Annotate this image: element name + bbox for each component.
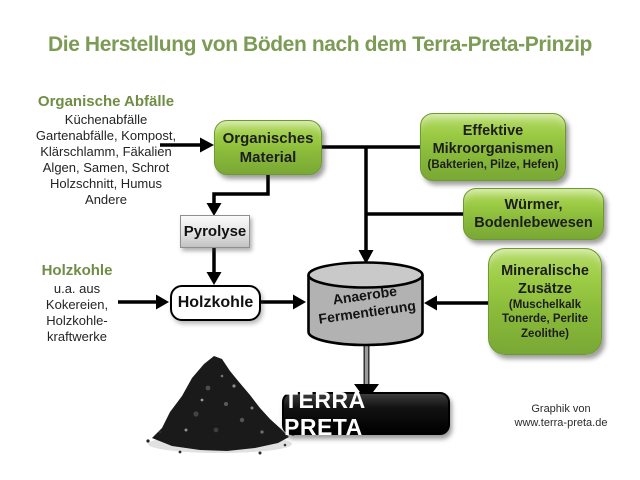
node-charcoal: Holzkohle bbox=[170, 285, 261, 321]
elbow-material-to-pyrolysis bbox=[212, 173, 270, 205]
organic-waste-line: Andere bbox=[85, 192, 127, 207]
node-label: Holzkohle bbox=[177, 294, 254, 311]
node-mineral-additives: Mineralische Zusätze (Muschelkalk Tonerd… bbox=[488, 248, 602, 355]
pile-glint bbox=[200, 398, 204, 402]
pile-glint bbox=[220, 374, 224, 378]
arrowhead-into-pyrolysis bbox=[206, 203, 222, 216]
charcoal-source-line: Kokereien, bbox=[45, 297, 109, 312]
node-effective-microorganisms: Effektive Mikroorganismen (Bakterien, Pi… bbox=[420, 113, 566, 181]
node-label: Organisches bbox=[222, 129, 314, 147]
node-worms: Würmer, Bodenlebewesen bbox=[463, 188, 604, 240]
node-label: Bodenlebewesen bbox=[474, 215, 593, 231]
cylinder-top bbox=[307, 261, 424, 289]
organic-waste-line: Klärschlamm, Fäkalien bbox=[40, 144, 172, 159]
organic-waste-line: Küchenabfälle bbox=[64, 112, 148, 127]
charcoal-source-heading: Holzkohle bbox=[41, 262, 113, 279]
pile-speck bbox=[213, 427, 219, 433]
node-sublabel: (Muschelkalk bbox=[508, 298, 582, 311]
stray-speck bbox=[146, 439, 150, 443]
pile-speck bbox=[205, 385, 211, 391]
organic-waste-line: Gartenabfälle, Kompost, bbox=[35, 128, 177, 143]
arrowhead-minerals-to-fermenter bbox=[424, 295, 437, 311]
pile-glint bbox=[232, 384, 236, 388]
credit-url: www.terra-preta.de bbox=[514, 417, 608, 429]
pile-speck bbox=[224, 402, 228, 406]
node-terra-preta: TERRA PRETA bbox=[282, 387, 450, 440]
organic-waste-line: Algen, Samen, Schrot bbox=[42, 160, 170, 175]
node-label: Pyrolyse bbox=[183, 223, 247, 240]
node-label: TERRA PRETA bbox=[284, 386, 365, 440]
pile-speck bbox=[193, 411, 199, 417]
credit: Graphik von www.terra-preta.de bbox=[495, 402, 627, 430]
arrowhead-waste-to-material bbox=[200, 137, 214, 153]
organic-waste-line: Holzschnitt, Humus bbox=[50, 176, 162, 191]
charcoal-source-line: u.a. aus bbox=[53, 281, 101, 296]
node-label: Würmer, bbox=[504, 197, 563, 213]
organic-waste-heading: Organische Abfälle bbox=[37, 93, 175, 110]
node-label: Mikroorganismen bbox=[432, 140, 554, 157]
node-label: Material bbox=[239, 148, 297, 166]
cylinder-body bbox=[307, 275, 424, 347]
pile-body bbox=[152, 356, 289, 451]
node-label: Mineralische bbox=[501, 262, 589, 279]
credit-line: Graphik von bbox=[531, 403, 591, 415]
arrowhead-into-fermenter-top bbox=[358, 250, 374, 264]
node-label: Zusätze bbox=[518, 280, 572, 297]
charcoal-source-line: kraftwerke bbox=[47, 329, 107, 344]
fermenter-cylinder bbox=[307, 261, 424, 347]
node-pyrolysis: Pyrolyse bbox=[180, 215, 250, 248]
arrowhead-source-to-charcoal bbox=[156, 294, 169, 310]
stray-speck bbox=[258, 451, 262, 455]
arrowhead-into-charcoal bbox=[206, 272, 222, 285]
pile-glint bbox=[184, 428, 188, 432]
page-title: Die Herstellung von Böden nach dem Terra… bbox=[48, 33, 592, 56]
node-sublabel: Tonerde, Perlite bbox=[501, 313, 589, 326]
pile-glint bbox=[250, 406, 254, 410]
organic-waste-list: Organische Abfälle Küchenabfälle Gartena… bbox=[20, 93, 192, 208]
node-label: Effektive bbox=[462, 122, 524, 139]
charcoal-source-line: Holzkohle- bbox=[46, 313, 108, 328]
stray-speck bbox=[178, 450, 182, 454]
pile-glint bbox=[260, 430, 264, 434]
pile-speck bbox=[239, 417, 245, 423]
arrowhead-charcoal-to-fermenter bbox=[293, 294, 306, 310]
node-organic-material: Organisches Material bbox=[214, 120, 322, 175]
node-sublabel: (Bakterien, Pilze, Hefen) bbox=[427, 158, 559, 171]
node-sublabel: Zeolithe) bbox=[521, 327, 569, 340]
stray-speck bbox=[158, 430, 162, 434]
stray-speck bbox=[283, 443, 287, 447]
charcoal-pile-image bbox=[146, 356, 295, 455]
charcoal-source-list: Holzkohle u.a. aus Kokereien, Holzkohle-… bbox=[22, 262, 132, 345]
